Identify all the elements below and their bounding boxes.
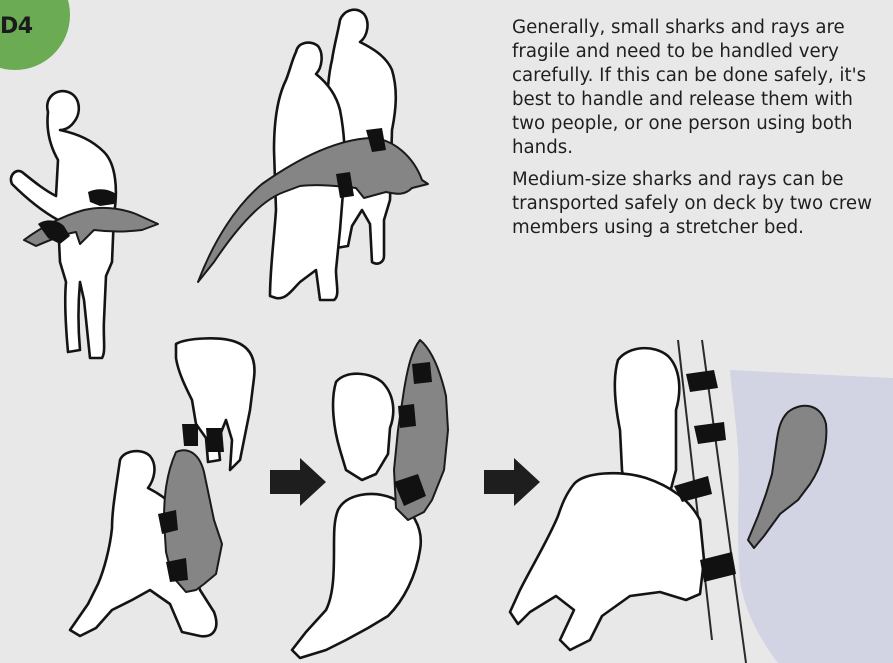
- release-overboard-figure: [510, 340, 893, 663]
- arrow-right-icon: [270, 458, 326, 506]
- arrow-right-icon: [484, 458, 540, 506]
- stretcher-carry-figure: [292, 340, 448, 658]
- stretcher-lift-figure: [70, 338, 254, 636]
- single-handler-figure: [11, 91, 158, 358]
- two-handler-figure: [198, 10, 428, 300]
